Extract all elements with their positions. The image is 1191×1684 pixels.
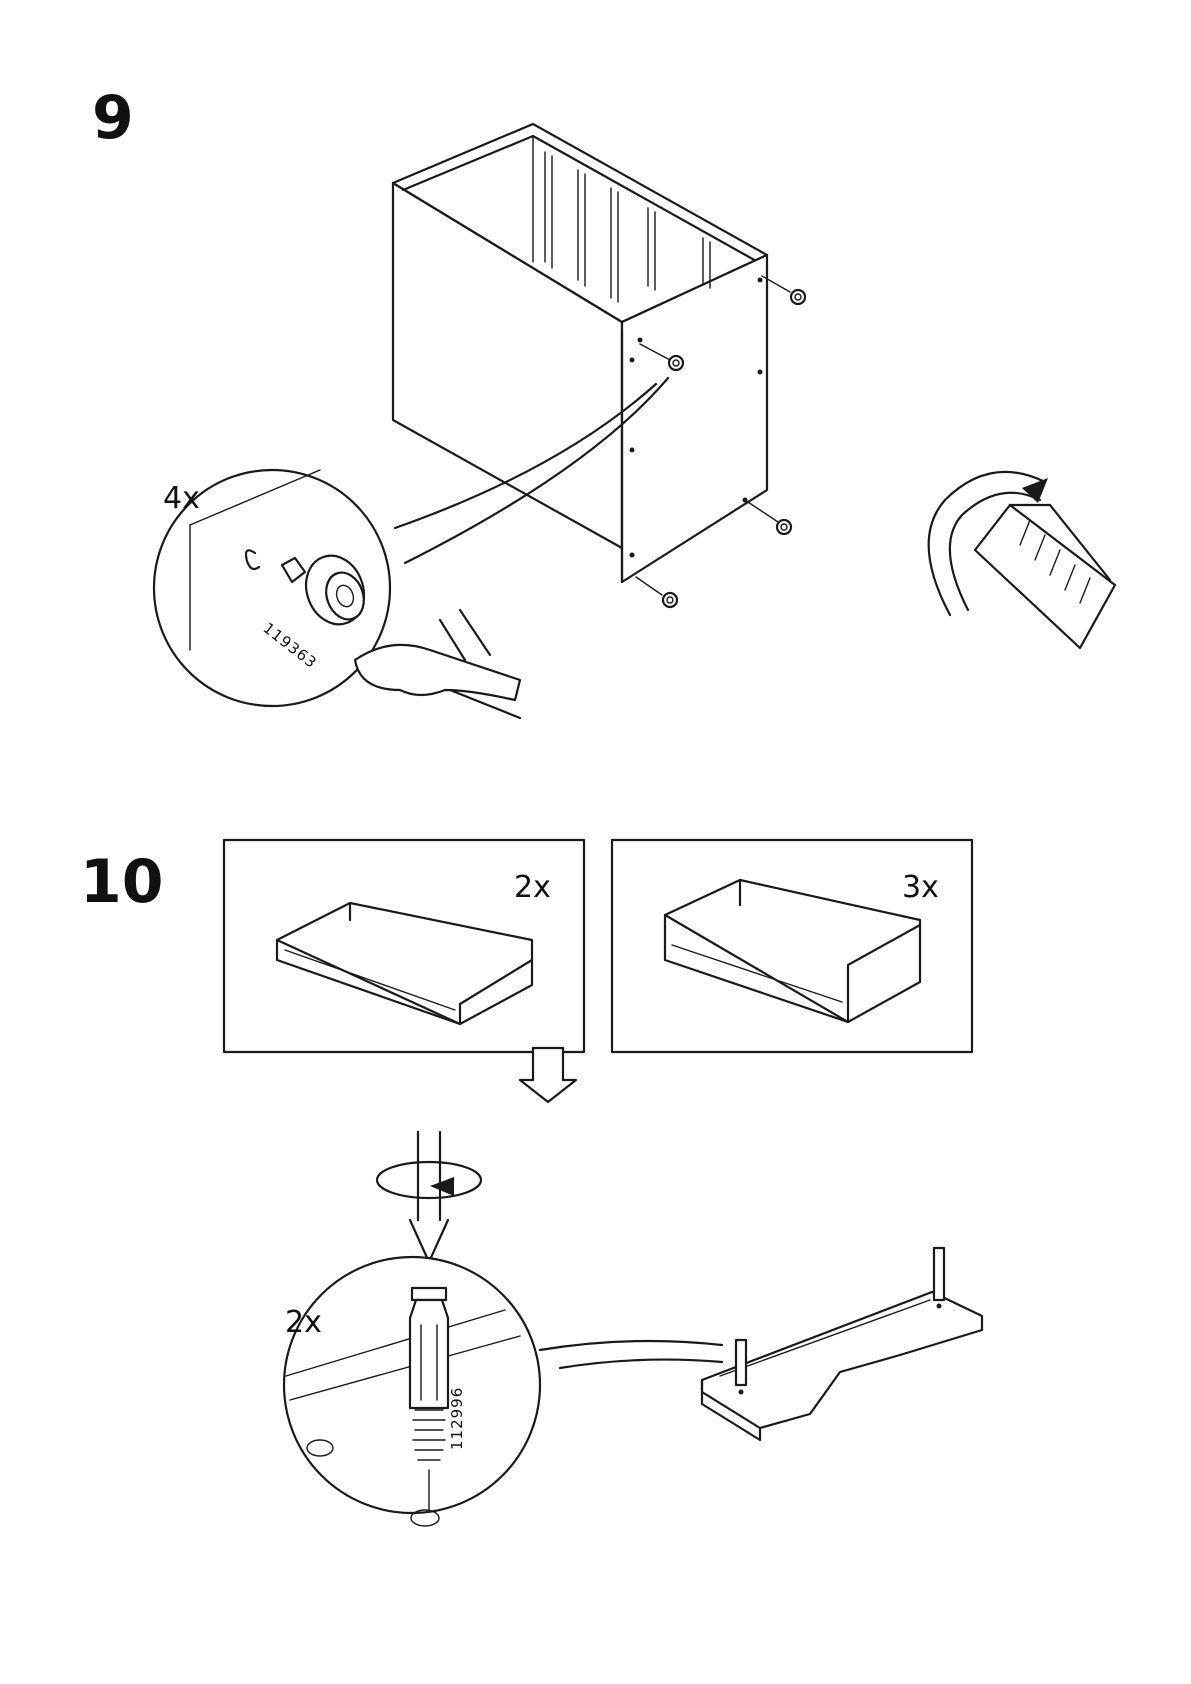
drawer-box-large: 3x: [612, 840, 972, 1052]
step-10-part-number: 112996: [448, 1387, 466, 1450]
step-10-detail-quantity: 2x: [285, 1305, 322, 1340]
dowel-detail-callout: 2x 112996: [284, 1257, 722, 1526]
step-9-number: 9: [92, 83, 134, 153]
drawer-box-small-quantity: 2x: [514, 870, 551, 905]
screwdriver-icon: [377, 1132, 481, 1262]
drawer-panel-illustration: [702, 1248, 982, 1440]
step-9-quantity: 4x: [163, 481, 200, 516]
step-10: 10 2x 3x: [80, 840, 982, 1526]
step-9: 9: [92, 83, 1115, 718]
flip-cabinet-icon: [929, 472, 1115, 648]
drawer-box-large-quantity: 3x: [902, 870, 939, 905]
cabinet-illustration: [393, 124, 805, 607]
glide-detail-callout: 4x 119363: [154, 470, 520, 718]
drawer-box-small: 2x: [224, 840, 584, 1052]
down-arrow-icon: [520, 1048, 576, 1102]
step-10-number: 10: [80, 847, 164, 917]
